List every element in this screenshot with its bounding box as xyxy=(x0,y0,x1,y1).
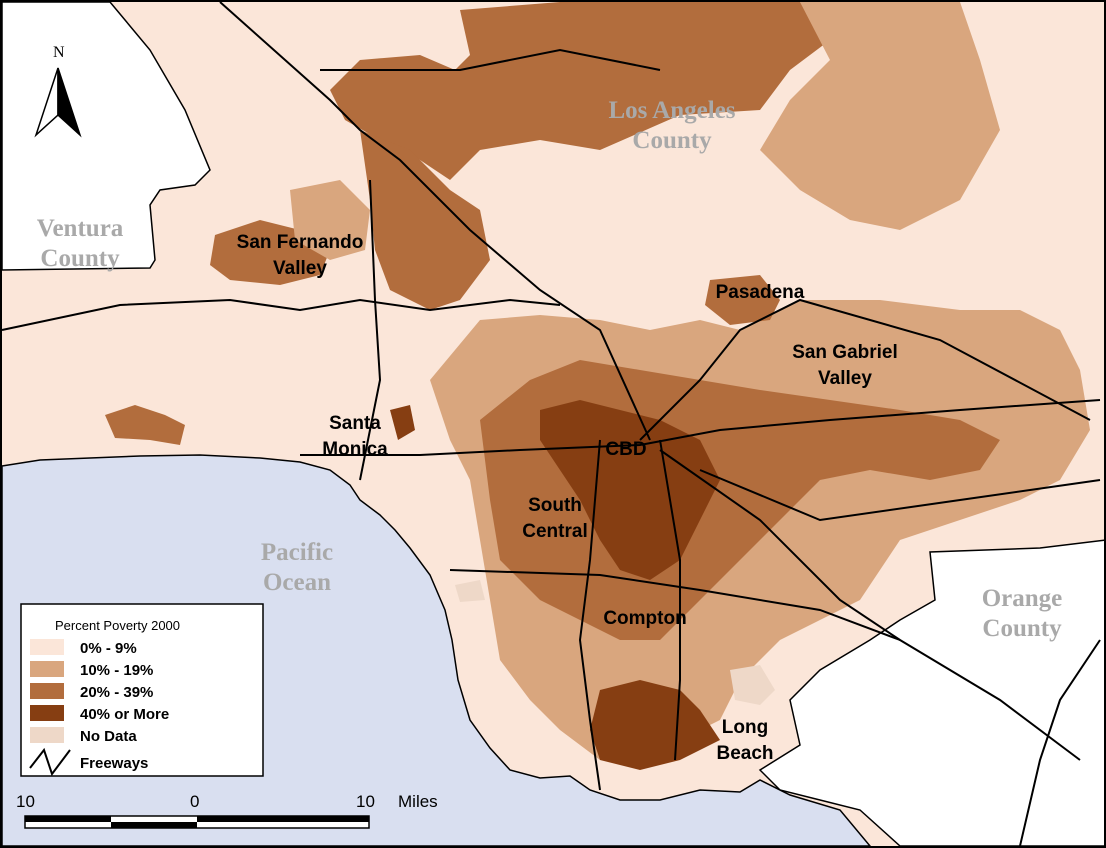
legend-swatch-40-plus xyxy=(30,705,64,721)
freeway-legend-icon xyxy=(29,747,71,777)
legend-swatch-10-19 xyxy=(30,661,64,677)
freeway-segment xyxy=(578,439,601,791)
legend: Percent Poverty 2000 0% - 9% 10% - 19% 2… xyxy=(20,603,264,777)
orange-county-area xyxy=(758,539,1106,847)
legend-swatch-20-39 xyxy=(30,683,64,699)
north-label: N xyxy=(53,44,65,61)
legend-freeways-label: Freeways xyxy=(80,755,148,772)
freeway-segment xyxy=(219,1,651,441)
freeway-segment xyxy=(639,298,1091,441)
region-label-orange-county: County xyxy=(982,615,1062,642)
region-label-los-angeles: Los Angeles xyxy=(608,97,735,124)
region-label-orange: Orange xyxy=(982,585,1063,612)
long-beach-cluster xyxy=(590,680,720,770)
san-fernando-mid-cluster xyxy=(290,180,370,260)
legend-label: 20% - 39% xyxy=(80,684,153,701)
region-label-ventura: Ventura xyxy=(37,215,124,242)
legend-label: 10% - 19% xyxy=(80,662,153,679)
north-arrow: N xyxy=(34,44,82,138)
ventura-county-area xyxy=(1,1,211,271)
freeway-segment xyxy=(300,399,1101,456)
legend-label: 40% or More xyxy=(80,706,169,723)
freeway-segment xyxy=(320,48,661,71)
freeway-segment xyxy=(1,298,561,331)
legend-swatch-no-data xyxy=(30,727,64,743)
legend-title: Percent Poverty 2000 xyxy=(55,618,180,633)
scale-label-middle: 0 xyxy=(190,792,199,811)
scale-label-unit: Miles xyxy=(398,792,438,811)
place-label-cbd: CBD xyxy=(605,439,646,460)
region-label-ventura-county: County xyxy=(40,245,120,272)
scale-bar-segment xyxy=(25,816,111,822)
legend-swatch-0-9 xyxy=(30,639,64,655)
freeway-segment xyxy=(1019,639,1101,847)
place-label-south: South xyxy=(528,495,582,516)
no-data-patch-coast xyxy=(455,580,485,602)
pasadena-cluster xyxy=(705,275,780,325)
legend-label: 0% - 9% xyxy=(80,640,137,657)
place-label-san-fernando: San Fernando xyxy=(237,232,364,253)
place-label-central: Central xyxy=(522,521,587,542)
scale-bar: 10 0 10 Miles xyxy=(16,792,438,829)
place-label-san-gabriel-valley: Valley xyxy=(818,368,872,389)
place-label-monica: Monica xyxy=(322,439,388,460)
place-label-beach: Beach xyxy=(716,743,773,764)
region-label-ocean: Ocean xyxy=(263,569,331,596)
legend-label: No Data xyxy=(80,728,137,745)
angeles-forest-area xyxy=(330,2,830,180)
freeway-segment xyxy=(659,439,681,761)
region-label-los-angeles-county: County xyxy=(632,127,712,154)
north-arrow-icon-fill xyxy=(57,67,82,138)
freeway-segment xyxy=(699,469,1101,522)
region-label-pacific: Pacific xyxy=(261,539,333,566)
scale-bar-segment xyxy=(111,822,197,828)
foothill-area xyxy=(760,2,1000,230)
place-label-san-gabriel: San Gabriel xyxy=(792,342,898,363)
freeway-segment xyxy=(449,569,901,641)
place-label-santa: Santa xyxy=(329,413,381,434)
scale-label-left: 10 xyxy=(16,792,35,811)
freeway-segment xyxy=(359,179,382,481)
scale-label-right: 10 xyxy=(356,792,375,811)
place-label-compton: Compton xyxy=(603,608,686,629)
santa-monica-cluster xyxy=(390,405,415,440)
freeway-segment xyxy=(659,449,1081,761)
scale-bar-segment xyxy=(197,816,369,822)
san-fernando-cluster xyxy=(360,130,490,310)
west-hills-cluster xyxy=(105,405,185,445)
place-label-long: Long xyxy=(722,717,768,738)
place-label-valley: Valley xyxy=(273,258,327,279)
place-label-pasadena: Pasadena xyxy=(716,282,805,303)
no-data-patch xyxy=(730,665,775,705)
